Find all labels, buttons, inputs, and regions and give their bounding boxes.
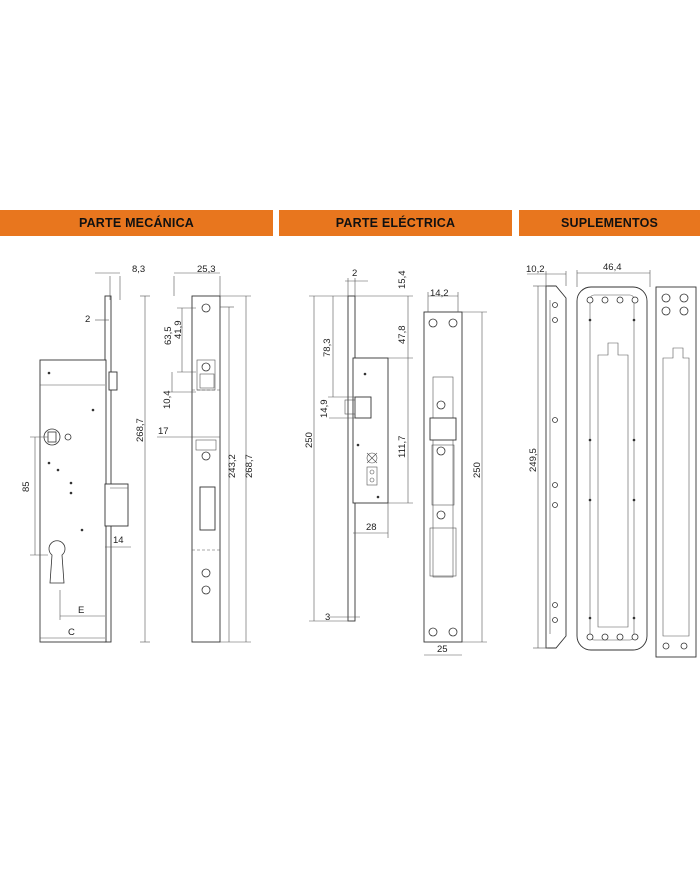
dim-14: 14 [113, 535, 124, 546]
dim-2: 2 [85, 314, 90, 325]
header-parte-electrica-label: PARTE ELÉCTRICA [335, 216, 456, 230]
dim-63-5: 63,5 [163, 327, 174, 346]
header-suplementos: SUPLEMENTOS [519, 210, 700, 236]
suplementos-narrow-plate-drawing [655, 286, 697, 658]
dim-243-2: 243,2 [227, 454, 238, 478]
dim-47-8: 47,8 [397, 326, 408, 345]
dim-25: 25 [437, 644, 448, 655]
dim-e: E [78, 605, 84, 616]
dim-17: 17 [158, 426, 169, 437]
dim-268-7-b: 268,7 [244, 454, 255, 478]
suplementos-side-strip-drawing [527, 271, 567, 649]
electrica-lock-body-drawing [309, 278, 413, 622]
dim-14-9: 14,9 [319, 400, 330, 419]
header-suplementos-label: SUPLEMENTOS [560, 216, 659, 230]
mecanica-lock-body-drawing [30, 272, 150, 643]
dim-249-5: 249,5 [528, 448, 539, 472]
dim-85: 85 [21, 481, 32, 492]
dim-250-b: 250 [472, 462, 483, 478]
dim-10-4: 10,4 [162, 391, 173, 410]
dim-250-a: 250 [304, 432, 315, 448]
header-parte-electrica: PARTE ELÉCTRICA [279, 210, 512, 236]
dim-268-7-a: 268,7 [135, 418, 146, 442]
dim-41-9: 41,9 [173, 321, 184, 340]
mecanica-faceplate-drawing [157, 272, 251, 643]
electrica-faceplate-drawing [423, 292, 487, 656]
dim-78-3: 78,3 [322, 339, 333, 358]
dim-c: C [68, 627, 75, 638]
dim-3: 3 [325, 612, 330, 623]
dim-e-2: 2 [352, 268, 357, 279]
suplementos-wide-plate-drawing [576, 270, 651, 651]
dim-14-2: 14,2 [430, 288, 449, 299]
dim-8-3: 8,3 [132, 264, 145, 275]
dim-10-2: 10,2 [526, 264, 545, 275]
dim-25-3: 25,3 [197, 264, 216, 275]
dim-28: 28 [366, 522, 377, 533]
dim-111-7: 111,7 [397, 436, 408, 458]
header-parte-mecanica: PARTE MECÁNICA [0, 210, 273, 236]
dim-46-4: 46,4 [603, 262, 622, 273]
header-parte-mecanica-label: PARTE MECÁNICA [78, 216, 195, 230]
dim-15-4: 15,4 [397, 271, 408, 290]
